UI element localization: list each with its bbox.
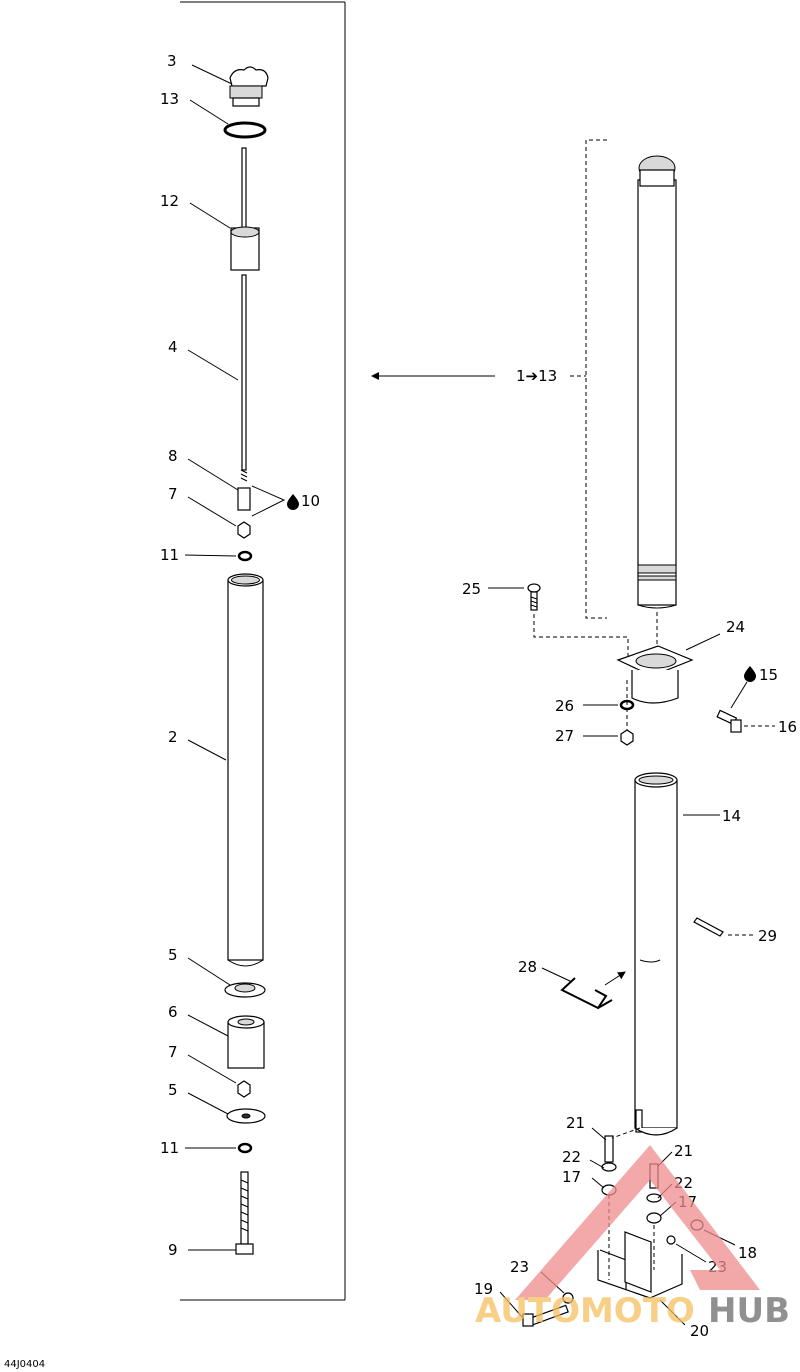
label-6: 6: [168, 1003, 178, 1021]
label-29: 29: [758, 927, 777, 945]
part-27-nut: [620, 729, 634, 746]
part-24-flange-housing: [616, 645, 694, 704]
label-7-lower: 7: [168, 1043, 178, 1061]
label-26: 26: [555, 697, 574, 715]
part-7-nut-lower: [237, 1080, 251, 1098]
part-12-bumper: [230, 226, 260, 271]
label-20: 20: [690, 1322, 709, 1340]
detail-frame: [180, 1, 346, 1301]
right-labels: 25 24 15 16 26 27 14 29 28 21 21 22 22 1…: [462, 580, 797, 1340]
left-labels: 3 13 12 4 8 7 11 2 5 6 7 5 11 9 10: [160, 52, 320, 1259]
part-28-clip: [560, 977, 613, 1010]
part-9-bolt: [235, 1171, 254, 1255]
watermark-triangle-icon: [515, 1145, 760, 1300]
part-6-bushing: [227, 1015, 265, 1069]
label-5-upper: 5: [168, 946, 178, 964]
part-7-nut-upper: [237, 521, 251, 539]
label-9: 9: [168, 1241, 178, 1259]
watermark-text-hub: HUB: [708, 1291, 790, 1331]
reference-arrow: 1➔13: [371, 367, 586, 385]
label-11-upper: 11: [160, 546, 179, 564]
label-19: 19: [474, 1280, 493, 1298]
part-3-cap: [229, 66, 269, 107]
rod-upper: [241, 147, 247, 231]
label-8: 8: [168, 447, 178, 465]
oil-drop-icon: [287, 494, 299, 510]
diagram-code: 44J0404: [4, 1359, 45, 1370]
label-23-left: 23: [510, 1258, 529, 1276]
label-28: 28: [518, 958, 537, 976]
part-13-o-ring: [223, 121, 267, 139]
watermark-text-automoto: AUTOMOTO: [475, 1291, 695, 1331]
label-5-lower: 5: [168, 1081, 178, 1099]
part-4-rod: [241, 274, 247, 471]
label-18: 18: [738, 1244, 757, 1262]
shock-assembly-tube: [637, 155, 677, 609]
label-21-right: 21: [674, 1142, 693, 1160]
part-8-nut: [237, 487, 251, 511]
part-16-bolt: [716, 709, 742, 733]
label-12: 12: [160, 192, 179, 210]
part-2-tube: [227, 573, 264, 967]
watermark-logo: AUTOMOTO HUB: [475, 1145, 790, 1331]
part-14-main-tube: [634, 772, 678, 1136]
label-22-left: 22: [562, 1148, 581, 1166]
lower-hardware: [522, 1135, 704, 1327]
label-7-upper: 7: [168, 485, 178, 503]
oil-drop-icon-right: [744, 666, 756, 682]
label-16: 16: [778, 718, 797, 736]
label-24: 24: [726, 618, 745, 636]
label-2: 2: [168, 728, 178, 746]
left-exploded-view: [184, 64, 286, 1255]
label-21-left: 21: [566, 1114, 585, 1132]
label-17-left: 17: [562, 1168, 581, 1186]
part-11-washer-upper: [237, 550, 253, 562]
part-25-screw: [527, 583, 541, 611]
part-29-pin: [693, 917, 724, 937]
part-5-washer-lower: [226, 1108, 266, 1124]
label-14: 14: [722, 807, 741, 825]
part-11-washer-lower: [237, 1142, 253, 1154]
label-11-lower: 11: [160, 1139, 179, 1157]
part-5-seat-upper: [224, 982, 266, 998]
label-13: 13: [160, 90, 179, 108]
label-3: 3: [167, 52, 177, 70]
label-25: 25: [462, 580, 481, 598]
label-4: 4: [168, 338, 178, 356]
left-leader-lines: [184, 64, 239, 1251]
right-assembly: [488, 139, 775, 1327]
label-10: 10: [301, 492, 320, 510]
label-15: 15: [759, 666, 778, 684]
label-1-to-13: 1➔13: [516, 367, 557, 385]
label-27: 27: [555, 727, 574, 745]
